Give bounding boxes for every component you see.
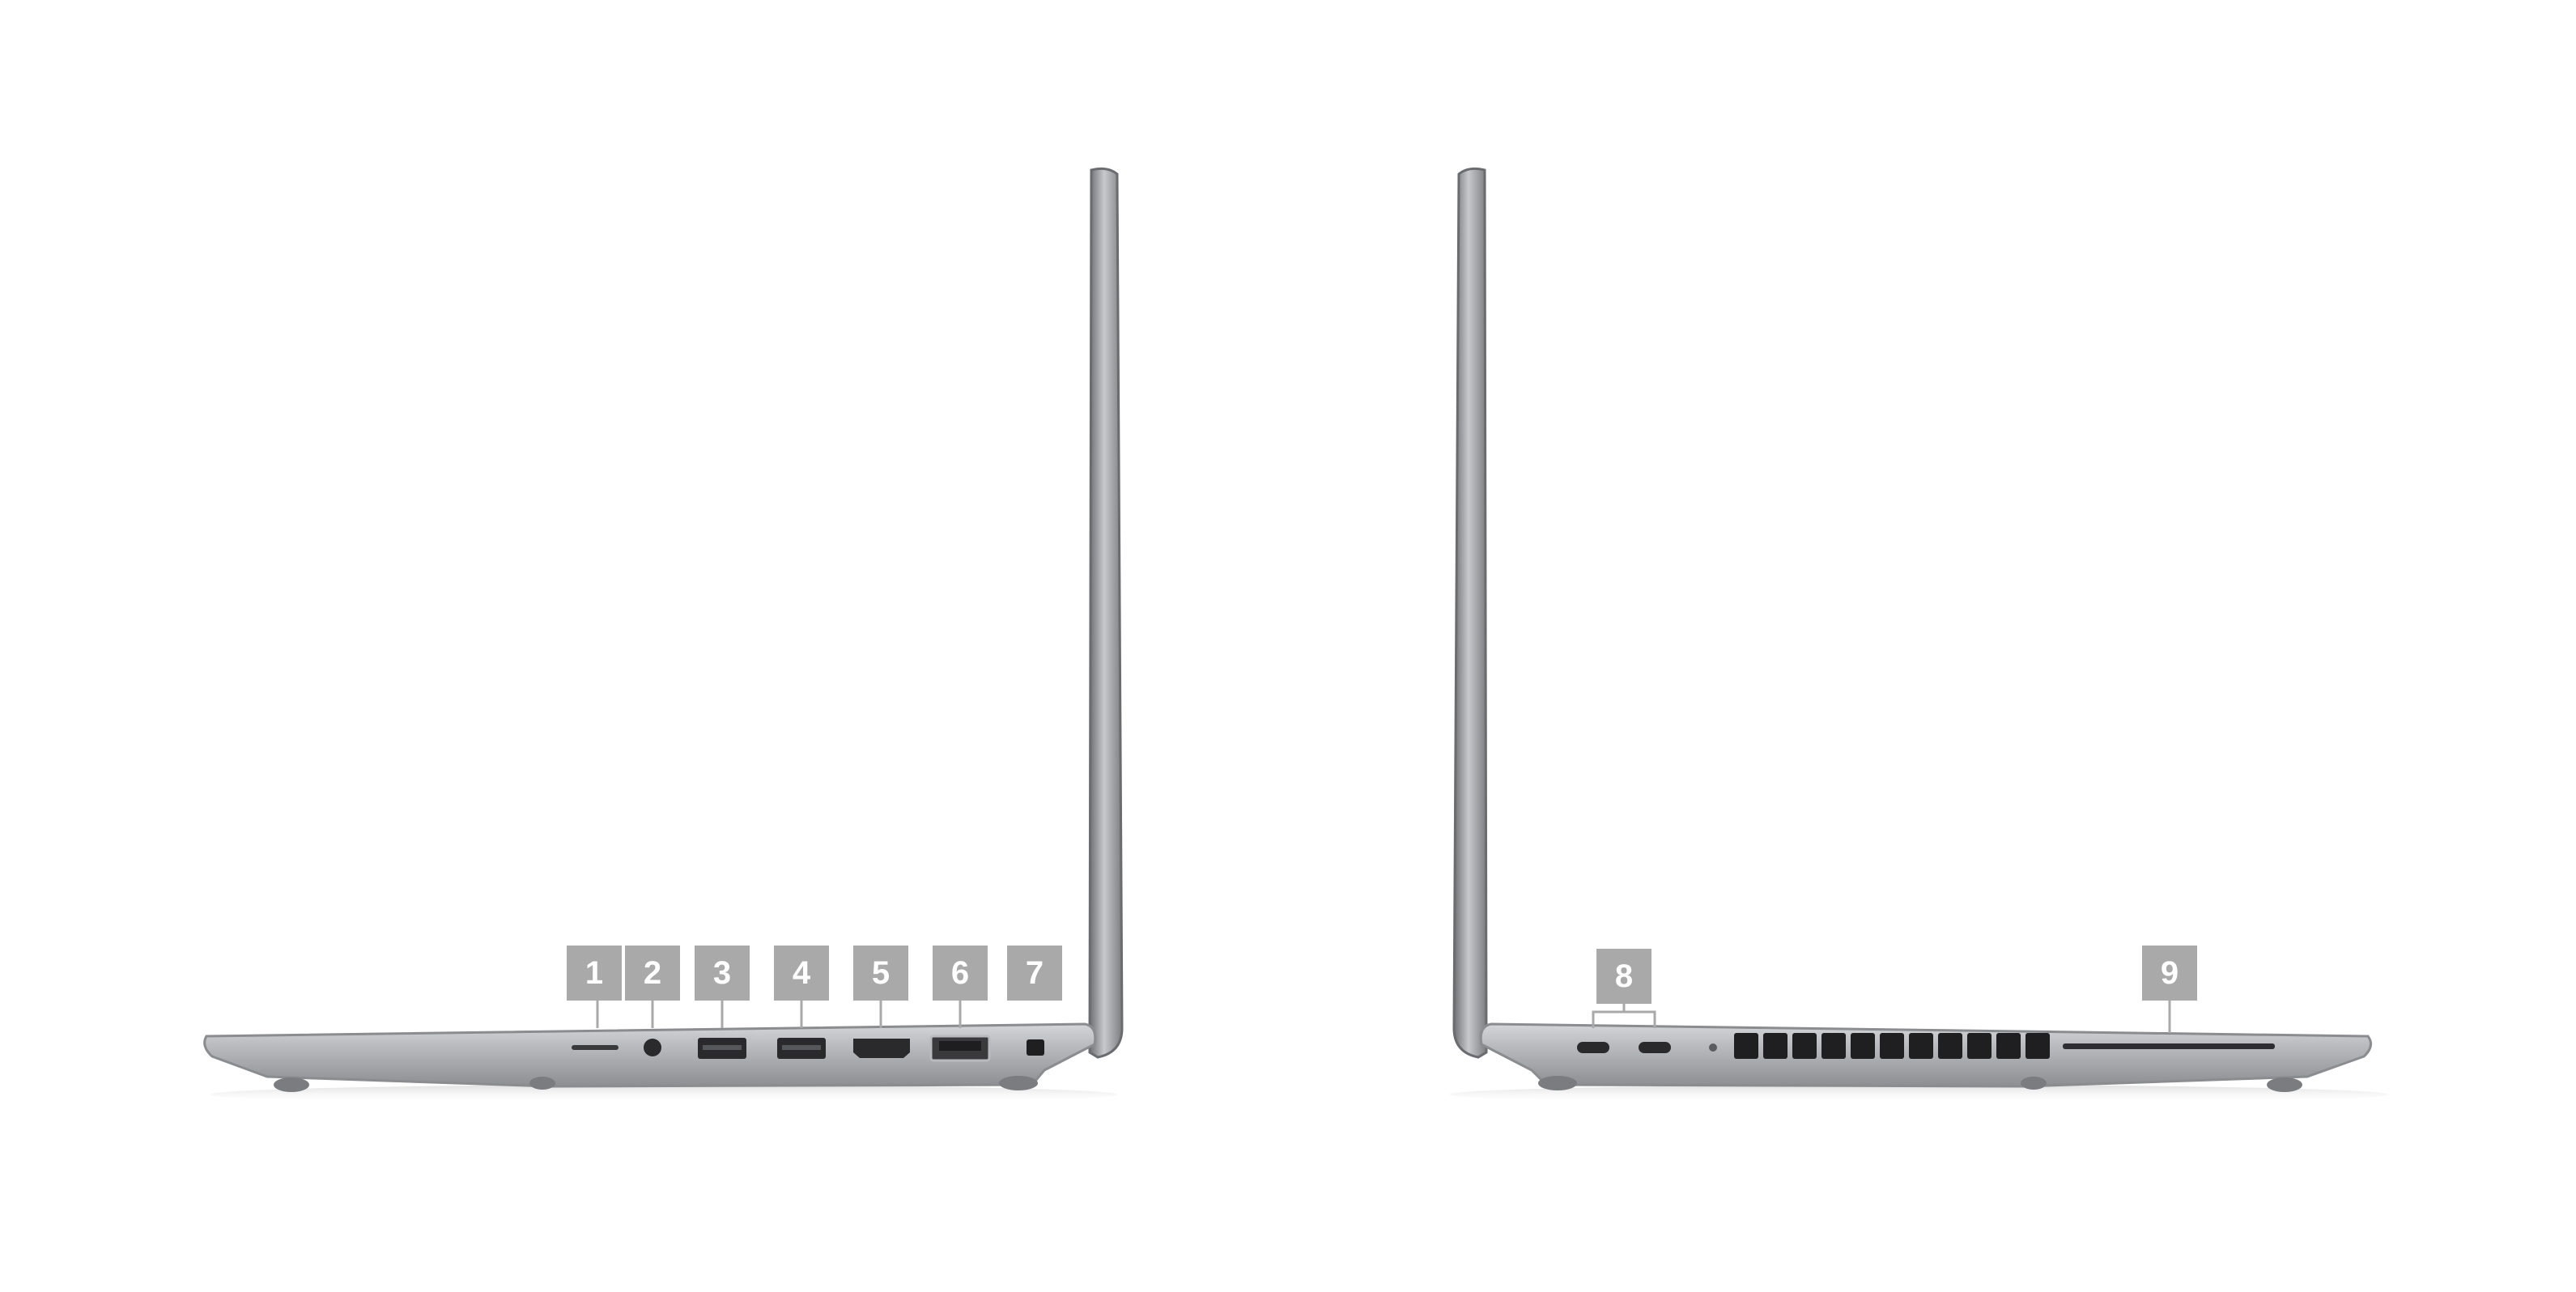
right-floor-shadow <box>1449 1085 2388 1104</box>
bracket-8 <box>1592 1010 1656 1028</box>
callout-5: 5 <box>853 946 908 1001</box>
callout-7: 7 <box>1007 946 1062 1001</box>
vent-slot <box>1880 1033 1904 1059</box>
vent-slot <box>1909 1033 1933 1059</box>
cooling-vents <box>1734 1033 2050 1059</box>
sd-card-slot-shape <box>572 1045 618 1050</box>
hdmi-port-shape <box>853 1039 910 1058</box>
left-foot-mid <box>529 1077 555 1090</box>
right-foot-mid <box>2021 1077 2047 1090</box>
left-foot-rear <box>999 1076 1038 1090</box>
right-lid <box>1452 167 1488 1059</box>
right-side-view <box>1449 167 2388 1104</box>
vent-slot <box>1996 1033 2021 1059</box>
ethernet-port-contacts <box>939 1041 981 1051</box>
thunderbolt-port-2-shape <box>1639 1042 1671 1053</box>
thunderbolt-port-1-shape <box>1577 1042 1609 1053</box>
callout-2: 2 <box>625 946 680 1001</box>
left-side-view <box>203 167 1124 1104</box>
callout-1: 1 <box>567 946 622 1001</box>
vent-slot <box>2026 1033 2050 1059</box>
vent-slot <box>1938 1033 1962 1059</box>
callout-6: 6 <box>933 946 988 1001</box>
status-led <box>1709 1043 1717 1052</box>
audio-jack-shape <box>644 1039 661 1056</box>
right-foot-rear <box>1538 1076 1577 1090</box>
vent-slot <box>1967 1033 1992 1059</box>
callout-leaders <box>596 1001 2171 1033</box>
callout-3: 3 <box>695 946 750 1001</box>
right-foot-front <box>2267 1077 2302 1092</box>
vent-slot <box>1821 1033 1846 1059</box>
left-foot-front <box>274 1077 309 1092</box>
vent-slot <box>1763 1033 1787 1059</box>
usb-a-port-1-tongue <box>703 1045 742 1050</box>
vent-slot <box>1734 1033 1758 1059</box>
callout-9: 9 <box>2142 946 2197 1001</box>
vent-slot <box>1792 1033 1817 1059</box>
vent-slot <box>1851 1033 1875 1059</box>
usb-a-port-2-tongue <box>782 1045 821 1050</box>
left-floor-shadow <box>210 1085 1117 1104</box>
callout-8: 8 <box>1596 949 1651 1004</box>
security-lock-slot-shape <box>1027 1039 1044 1056</box>
callout-4: 4 <box>774 946 829 1001</box>
left-lid <box>1088 167 1124 1059</box>
smart-card-reader-shape <box>2063 1043 2275 1049</box>
